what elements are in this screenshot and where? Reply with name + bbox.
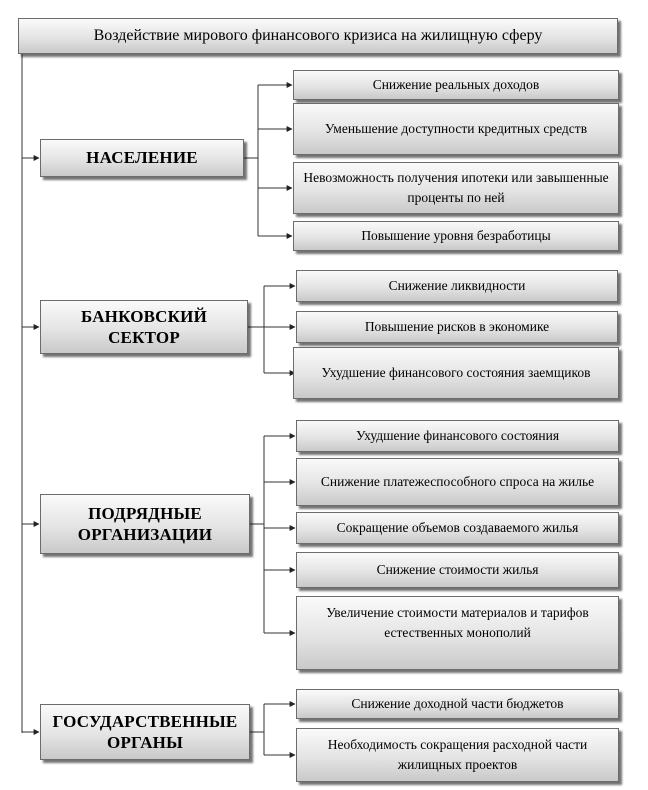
item-population-1: Снижение реальных доходов (293, 70, 619, 100)
category-banking-sector-label: БАНКОВСКИЙ СЕКТОР (80, 306, 208, 347)
category-contractors: ПОДРЯДНЫЕ ОРГАНИЗАЦИИ (40, 494, 250, 554)
item-government-2: Необходимость сокращения расходной части… (296, 728, 619, 782)
category-government: ГОСУДАРСТВЕННЫЕ ОРГАНЫ (40, 704, 250, 760)
category-banking-sector: БАНКОВСКИЙ СЕКТОР (40, 300, 248, 354)
category-government-label: ГОСУДАРСТВЕННЫЕ ОРГАНЫ (52, 711, 238, 752)
item-contractors-4: Снижение стоимости жилья (296, 552, 619, 588)
item-contractors-5: Увеличение стоимости материалов и тарифо… (296, 596, 619, 670)
diagram-title: Воздействие мирового финансового кризиса… (18, 18, 618, 54)
category-population: НАСЕЛЕНИЕ (40, 139, 244, 177)
category-contractors-label: ПОДРЯДНЫЕ ОРГАНИЗАЦИИ (77, 503, 213, 544)
item-government-1: Снижение доходной части бюджетов (296, 689, 619, 719)
item-population-2: Уменьшение доступности кредитных средств (293, 103, 619, 155)
item-contractors-3: Сокращение объемов создаваемого жилья (296, 512, 619, 544)
item-contractors-1: Ухудшение финансового состояния (296, 420, 619, 452)
item-banking-3: Ухудшение финансового состояния заемщико… (293, 347, 619, 399)
item-population-4: Повышение уровня безработицы (293, 221, 619, 251)
item-banking-1: Снижение ликвидности (296, 270, 618, 302)
item-banking-2: Повышение рисков в экономике (296, 311, 618, 343)
item-population-3: Невозможность получения ипотеки или завы… (293, 162, 619, 214)
item-contractors-2: Снижение платежеспособного спроса на жил… (296, 458, 619, 506)
